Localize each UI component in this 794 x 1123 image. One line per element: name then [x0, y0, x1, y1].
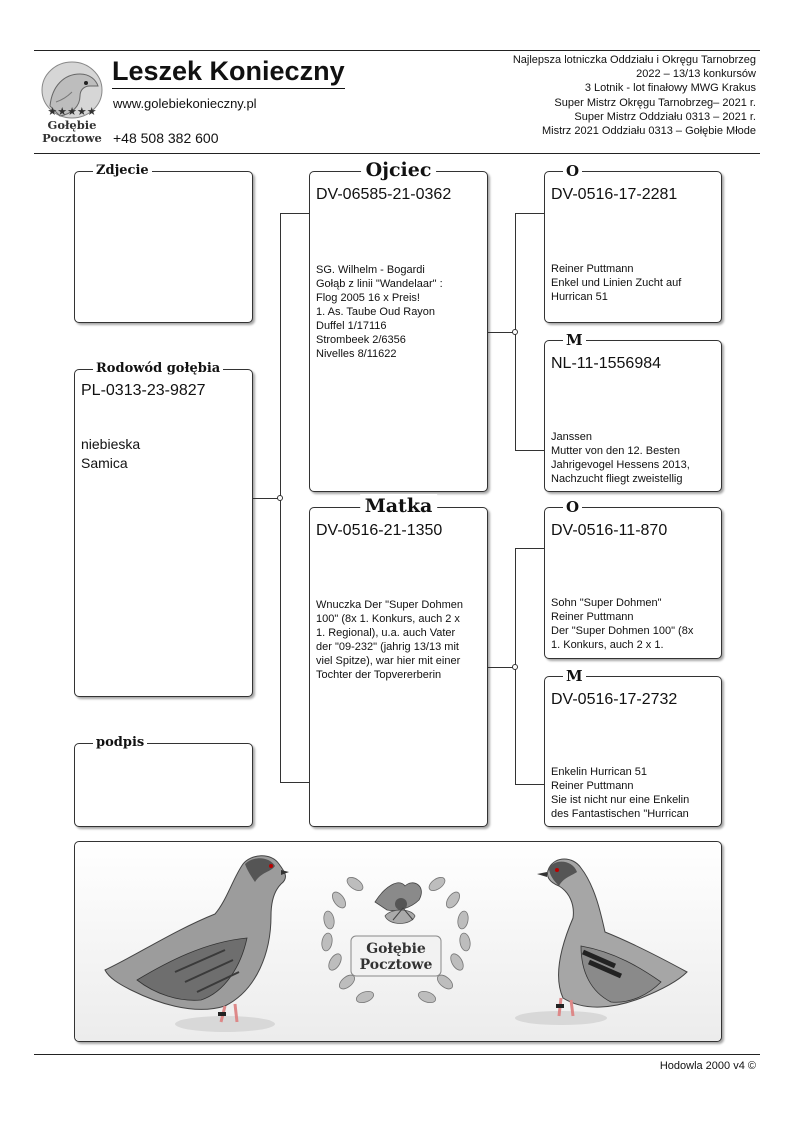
maternal-grandfather-ring: DV-0516-11-870 — [551, 522, 667, 540]
father-box: Ojciec DV-06585-21-0362 SG. Wilhelm - Bo… — [309, 171, 488, 492]
banner-illustration: Gołębie Pocztowe — [75, 842, 721, 1041]
signature-box-title: podpis — [93, 734, 147, 752]
paternal-grandmother-box: M NL-11-1556984 Janssen Mutter von den 1… — [544, 340, 722, 492]
connector-line — [280, 782, 309, 783]
pigeon-color: niebieska — [81, 436, 140, 452]
maternal-grandfather-description: Sohn "Super Dohmen" Reiner Puttmann Der … — [551, 596, 693, 652]
logo-text-2: Pocztowe — [42, 131, 102, 145]
father-box-title: Ojciec — [361, 158, 437, 182]
emblem-text-2: Pocztowe — [360, 957, 433, 973]
connector-line — [280, 213, 309, 214]
mother-box-title: Matka — [360, 494, 438, 518]
connector-line — [515, 548, 544, 549]
pedigree-box-title: Rodowód gołębia — [93, 360, 223, 378]
maternal-grandmother-title: M — [563, 666, 586, 686]
pigeon-ring-number: PL-0313-23-9827 — [81, 382, 206, 400]
maternal-grandmother-description: Enkelin Hurrican 51 Reiner Puttmann Sie … — [551, 765, 689, 821]
photo-box-title: Zdjecie — [93, 162, 152, 180]
logo-text-1: Gołębie — [48, 118, 97, 132]
maternal-grandfather-box: O DV-0516-11-870 Sohn "Super Dohmen" Rei… — [544, 507, 722, 659]
connector-line — [488, 667, 515, 668]
achievement-line: 2022 – 13/13 konkursów — [513, 67, 756, 81]
achievement-line: Najlepsza lotniczka Oddziału i Okręgu Ta… — [513, 53, 756, 67]
achievement-line: Mistrz 2021 Oddziału 0313 – Gołębie Młod… — [513, 124, 756, 138]
connector-node — [277, 495, 283, 501]
achievements-list: Najlepsza lotniczka Oddziału i Okręgu Ta… — [513, 53, 756, 138]
header-top-rule — [34, 50, 760, 51]
owner-name: Leszek Konieczny — [112, 56, 345, 89]
pedigree-box: Rodowód gołębia PL-0313-23-9827 niebiesk… — [74, 369, 253, 697]
website-link[interactable]: www.golebiekonieczny.pl — [113, 96, 257, 111]
paternal-grandfather-box: O DV-0516-17-2281 Reiner Puttmann Enkel … — [544, 171, 722, 323]
connector-node — [512, 664, 518, 670]
connector-line — [515, 213, 544, 214]
pigeon-sex: Samica — [81, 455, 128, 471]
achievement-line: 3 Lotnik - lot finałowy MWG Krakus — [513, 81, 756, 95]
mother-box: Matka DV-0516-21-1350 Wnuczka Der "Super… — [309, 507, 488, 827]
father-description: SG. Wilhelm - Bogardi Gołąb z linii "Wan… — [316, 263, 443, 361]
father-ring-number: DV-06585-21-0362 — [316, 186, 451, 204]
maternal-grandmother-box: M DV-0516-17-2732 Enkelin Hurrican 51 Re… — [544, 676, 722, 827]
maternal-grandmother-ring: DV-0516-17-2732 — [551, 691, 677, 709]
paternal-grandmother-description: Janssen Mutter von den 12. Besten Jahrig… — [551, 430, 690, 486]
achievement-line: Super Mistrz Oddziału 0313 – 2021 r. — [513, 110, 756, 124]
logo: ★★★★★ Gołębie Pocztowe — [36, 56, 108, 146]
paternal-grandfather-ring: DV-0516-17-2281 — [551, 186, 677, 204]
svg-text:★★★★★: ★★★★★ — [47, 105, 96, 118]
connector-node — [512, 329, 518, 335]
mother-ring-number: DV-0516-21-1350 — [316, 522, 442, 540]
emblem-text-1: Gołębie — [366, 941, 426, 957]
pigeon-logo-icon: ★★★★★ Gołębie Pocztowe — [36, 56, 108, 146]
paternal-grandfather-title: O — [563, 161, 582, 181]
phone-number: +48 508 382 600 — [113, 130, 219, 146]
photo-box: Zdjecie — [74, 171, 253, 323]
mother-description: Wnuczka Der "Super Dohmen 100" (8x 1. Ko… — [316, 598, 463, 682]
paternal-grandmother-ring: NL-11-1556984 — [551, 355, 661, 373]
connector-line — [488, 332, 515, 333]
connector-line — [515, 450, 544, 451]
paternal-grandmother-title: M — [563, 330, 586, 350]
header-bottom-rule — [34, 153, 760, 154]
pigeon-banner: Gołębie Pocztowe — [74, 841, 722, 1042]
connector-line — [515, 784, 544, 785]
maternal-grandfather-title: O — [563, 497, 582, 517]
signature-box: podpis — [74, 743, 253, 827]
footer-rule — [34, 1054, 760, 1055]
paternal-grandfather-description: Reiner Puttmann Enkel und Linien Zucht a… — [551, 262, 681, 304]
achievement-line: Super Mistrz Okręgu Tarnobrzeg– 2021 r. — [513, 96, 756, 110]
footer-credit: Hodowla 2000 v4 © — [660, 1060, 756, 1072]
